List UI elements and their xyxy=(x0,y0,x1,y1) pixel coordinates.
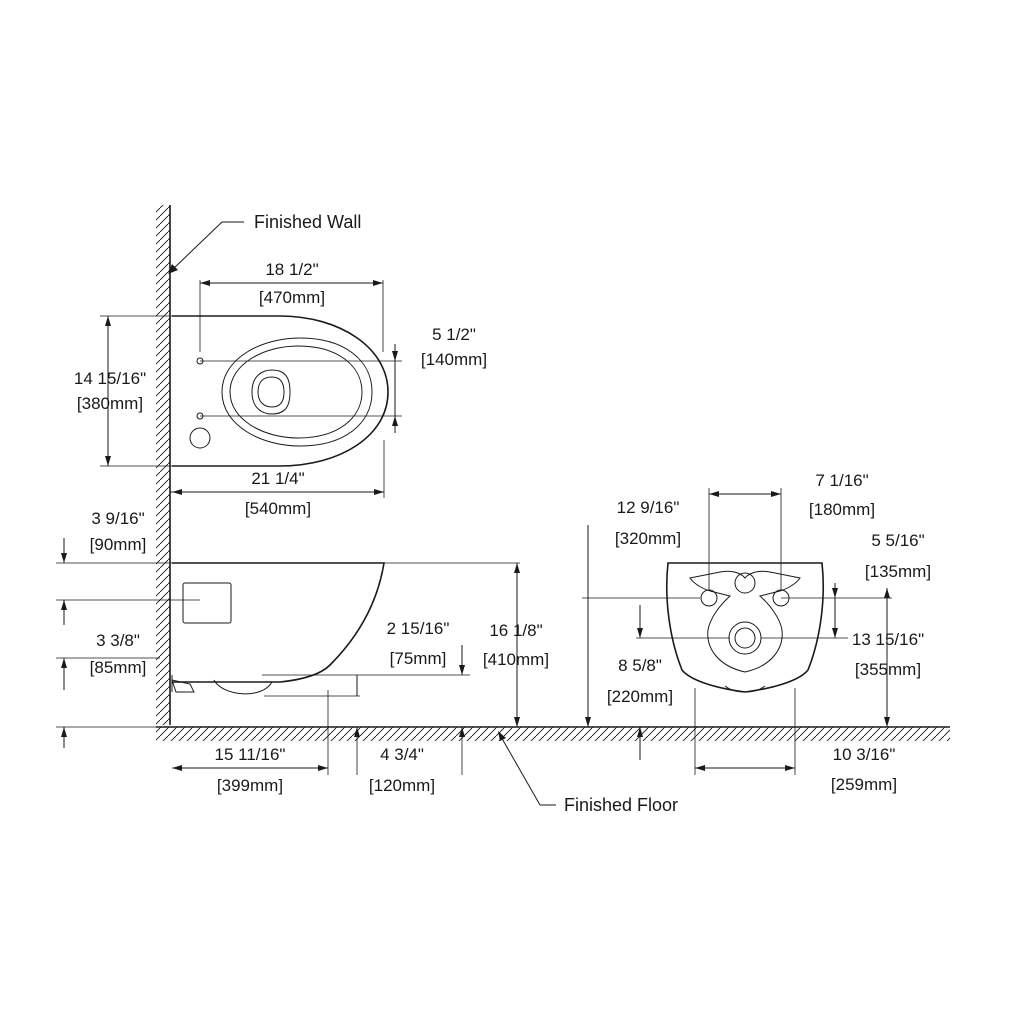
upper-off-in: 3 9/16" xyxy=(91,509,144,528)
outlet-off-in: 2 15/16" xyxy=(387,619,450,638)
finished-floor-label: Finished Floor xyxy=(564,795,678,815)
bolt-spacing-in: 5 1/2" xyxy=(432,325,476,344)
rear-upper-mm: [355mm] xyxy=(855,660,921,679)
dim-rear-lower xyxy=(636,605,730,760)
dim-floor-marks xyxy=(56,726,156,748)
rear-upper-in: 13 15/16" xyxy=(852,630,924,649)
dim-upper-offset xyxy=(56,538,520,564)
finished-wall-leader xyxy=(168,221,244,274)
dim-rear-upper xyxy=(884,588,890,727)
dim-top-depth xyxy=(100,315,172,467)
finished-floor xyxy=(156,726,950,741)
upper-off-mm: [90mm] xyxy=(90,535,147,554)
bottom-gap-mm: [120mm] xyxy=(369,776,435,795)
rim-height-mm: [410mm] xyxy=(483,650,549,669)
rear-lower-mm: [220mm] xyxy=(607,687,673,706)
dim-rear-hole xyxy=(761,583,892,639)
mid-off-mm: [85mm] xyxy=(90,658,147,677)
dim-overall-length xyxy=(170,440,385,498)
bolt-spacing-mm: [140mm] xyxy=(421,350,487,369)
bowl-side-view xyxy=(171,562,385,695)
dim-bottom-gap xyxy=(354,727,465,775)
dim-rear-base xyxy=(694,688,796,775)
finished-wall-label: Finished Wall xyxy=(254,212,361,232)
dim-bolt-spacing xyxy=(200,344,402,433)
rear-hole-in: 5 5/16" xyxy=(871,531,924,550)
top-depth-mm: [380mm] xyxy=(77,394,143,413)
overall-len-in: 21 1/4" xyxy=(251,469,304,488)
bottom-gap-in: 4 3/4" xyxy=(380,745,424,764)
top-width-in: 18 1/2" xyxy=(265,260,318,279)
rear-base-mm: [259mm] xyxy=(831,775,897,794)
rim-height-in: 16 1/8" xyxy=(489,621,542,640)
dim-rear-total xyxy=(582,525,700,727)
dim-outlet-offset xyxy=(262,645,470,697)
finished-wall xyxy=(156,205,171,725)
rear-lower-in: 8 5/8" xyxy=(618,656,662,675)
overall-len-mm: [540mm] xyxy=(245,499,311,518)
rear-base-in: 10 3/16" xyxy=(833,745,896,764)
bowl-top-view xyxy=(172,315,389,467)
rear-bolt-in: 7 1/16" xyxy=(815,471,868,490)
dim-rear-bolt xyxy=(708,488,782,590)
top-depth-in: 14 15/16" xyxy=(74,369,146,388)
bottom-len-in: 15 11/16" xyxy=(215,745,286,764)
mid-off-in: 3 3/8" xyxy=(96,631,140,650)
dim-rim-height xyxy=(514,563,520,727)
dim-bottom-length xyxy=(172,690,329,775)
dim-top-width xyxy=(199,280,384,352)
rear-total-mm: [320mm] xyxy=(615,529,681,548)
bowl-rear-view xyxy=(665,562,825,693)
rear-total-in: 12 9/16" xyxy=(617,498,680,517)
rear-hole-mm: [135mm] xyxy=(865,562,931,581)
top-width-mm: [470mm] xyxy=(259,288,325,307)
bottom-len-mm: [399mm] xyxy=(217,776,283,795)
dim-mid-offset xyxy=(56,599,200,690)
rear-bolt-mm: [180mm] xyxy=(809,500,875,519)
outlet-off-mm: [75mm] xyxy=(390,649,447,668)
finished-floor-leader xyxy=(498,731,556,806)
